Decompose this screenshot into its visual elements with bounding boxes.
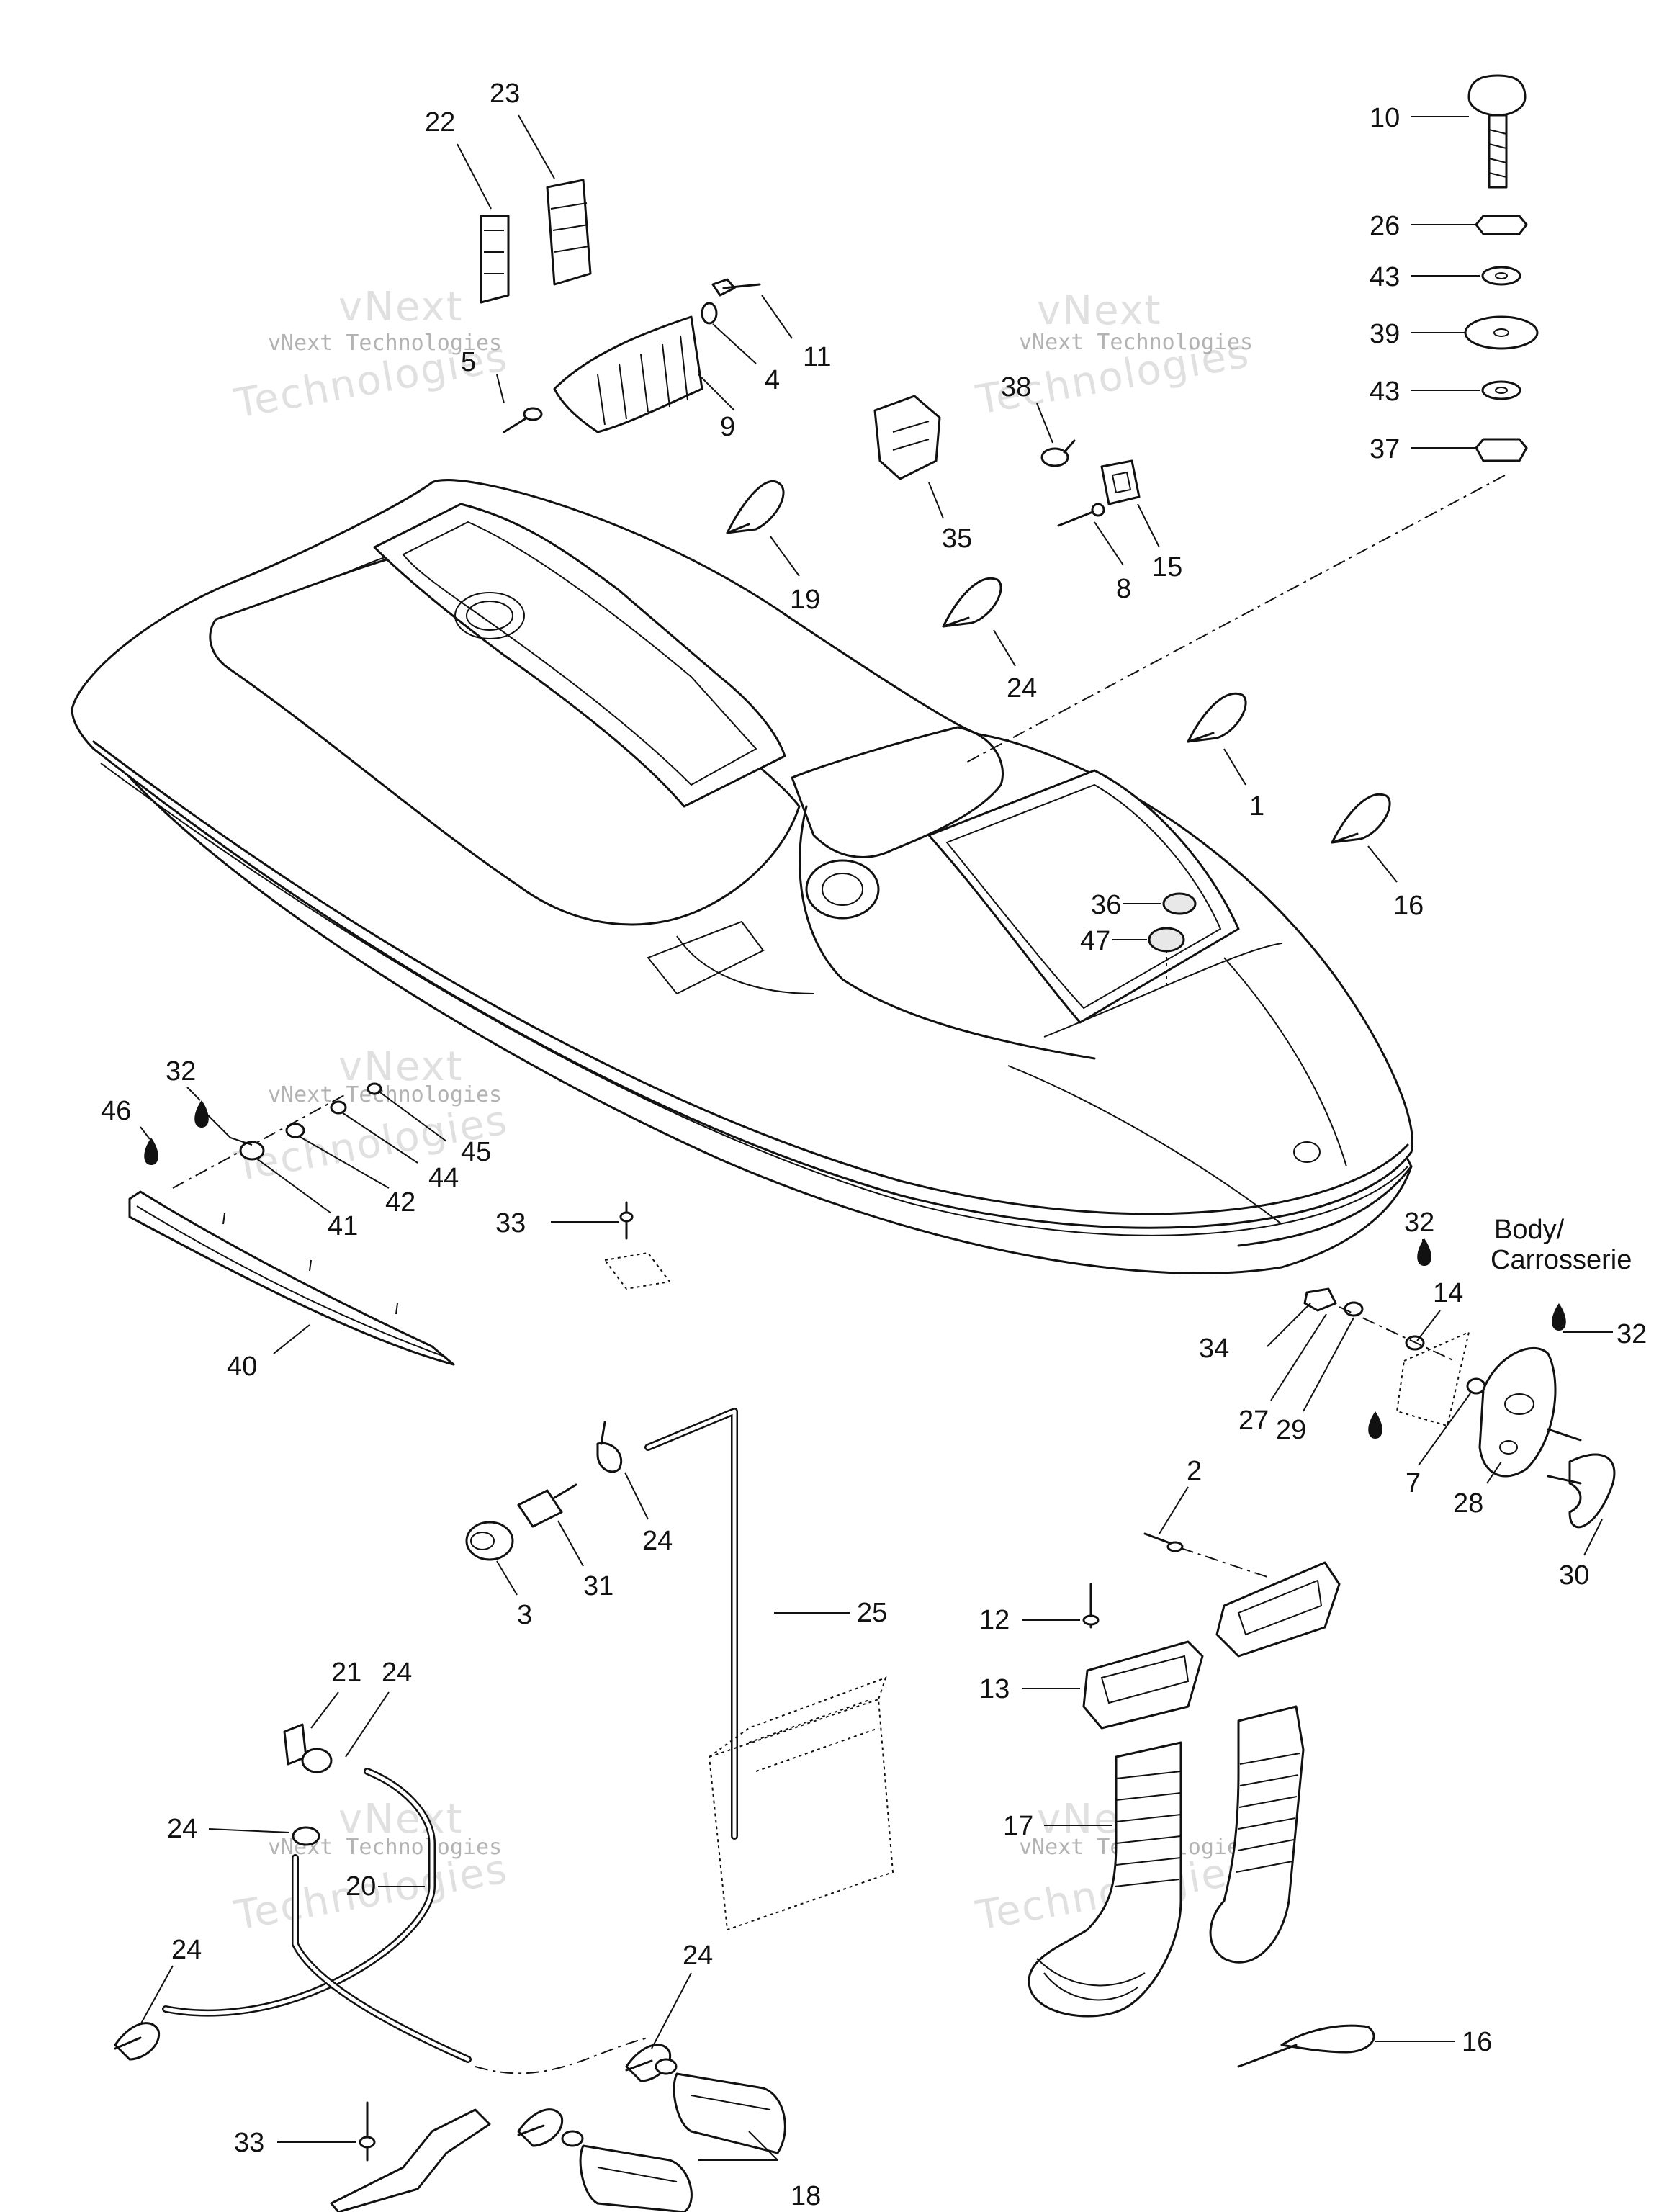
callout-47: 47: [1080, 926, 1110, 956]
callout-32: 32: [1617, 1319, 1647, 1349]
callout-32: 32: [1404, 1208, 1434, 1238]
callout-5: 5: [461, 347, 476, 377]
callout-36: 36: [1091, 890, 1121, 920]
callout-30: 30: [1559, 1560, 1589, 1591]
leader-lines: [140, 114, 1613, 2161]
ventilation-duct-parts: [1028, 1532, 1375, 2068]
callout-31: 31: [583, 1571, 613, 1601]
callout-42: 42: [385, 1187, 415, 1218]
callout-35: 35: [942, 523, 972, 554]
callout-4: 4: [765, 365, 780, 395]
callout-43: 43: [1370, 262, 1400, 292]
callout-18: 18: [791, 2181, 821, 2211]
vent-parts: [480, 179, 761, 433]
callout-25: 25: [857, 1598, 887, 1628]
callout-10: 10: [1370, 103, 1400, 133]
callout-24: 24: [167, 1814, 197, 1844]
svg-text:vNext: vNext: [1037, 287, 1162, 334]
callout-29: 29: [1276, 1415, 1306, 1445]
bolt-stack-parts: [964, 74, 1539, 764]
callout-24: 24: [382, 1658, 412, 1688]
bumper-hardware-parts: [1303, 1238, 1616, 1529]
callout-41: 41: [328, 1211, 358, 1241]
clip-parts: [726, 395, 1391, 986]
callout-23: 23: [490, 78, 520, 109]
svg-text:vNext Technologies: vNext Technologies: [268, 1082, 502, 1107]
callout-9: 9: [720, 412, 735, 442]
svg-text:vNext: vNext: [338, 1043, 464, 1090]
callout-26: 26: [1370, 211, 1400, 241]
svg-text:Carrosserie: Carrosserie: [1491, 1245, 1632, 1275]
svg-text:vNext Technologies: vNext Technologies: [1019, 330, 1253, 355]
svg-text:vNext Technologies: vNext Technologies: [268, 331, 502, 356]
callout-37: 37: [1370, 434, 1400, 464]
callout-34: 34: [1199, 1334, 1229, 1364]
callout-28: 28: [1453, 1488, 1483, 1519]
callout-16: 16: [1462, 2027, 1492, 2057]
rub-strip-parts: [128, 1082, 671, 1366]
callout-43: 43: [1370, 377, 1400, 407]
callout-24: 24: [1007, 673, 1037, 703]
callout-15: 15: [1152, 552, 1182, 583]
svg-text:vNext: vNext: [338, 1796, 464, 1843]
callout-3: 3: [517, 1600, 532, 1630]
callout-19: 19: [790, 585, 820, 615]
svg-text:Body/: Body/: [1494, 1215, 1565, 1245]
callout-33: 33: [234, 2128, 264, 2158]
callout-1: 1: [1249, 791, 1264, 822]
watercraft-body: [71, 479, 1413, 1274]
callout-20: 20: [346, 1871, 376, 1902]
callout-44: 44: [428, 1163, 459, 1193]
callout-40: 40: [227, 1352, 257, 1382]
fuel-line-parts: [114, 1408, 894, 2212]
body-carrosserie-label: Body/ Carrosserie: [1491, 1215, 1632, 1275]
callout-16: 16: [1393, 891, 1424, 921]
callout-17: 17: [1003, 1811, 1033, 1841]
callout-labels: 10 26 43 39 43 37 22 23 11 4 5 9 38 35 1…: [101, 78, 1647, 2211]
callout-21: 21: [331, 1658, 361, 1688]
callout-13: 13: [979, 1674, 1010, 1704]
callout-46: 46: [101, 1096, 131, 1126]
callout-2: 2: [1187, 1456, 1202, 1486]
callout-24: 24: [642, 1526, 673, 1556]
callout-12: 12: [979, 1605, 1010, 1635]
callout-11: 11: [803, 342, 831, 372]
callout-39: 39: [1370, 319, 1400, 349]
watermark-top-right: vNext Technologies vNext Technologies: [972, 287, 1253, 424]
callout-33: 33: [495, 1208, 526, 1238]
callout-14: 14: [1433, 1278, 1463, 1308]
callout-24: 24: [683, 1941, 713, 1971]
callout-27: 27: [1238, 1406, 1269, 1436]
callout-32: 32: [166, 1056, 196, 1087]
callout-38: 38: [1001, 372, 1031, 403]
watermark-mid-left: vNext Technologies vNext Technologies: [230, 1043, 511, 1191]
callout-7: 7: [1406, 1468, 1421, 1498]
callout-45: 45: [461, 1137, 491, 1167]
callout-24: 24: [171, 1935, 202, 1965]
callout-22: 22: [425, 107, 455, 138]
watermark-bottom-left: vNext Technologies vNext Technologies: [230, 1796, 511, 1940]
svg-text:vNext: vNext: [338, 284, 464, 331]
callout-8: 8: [1116, 574, 1131, 604]
